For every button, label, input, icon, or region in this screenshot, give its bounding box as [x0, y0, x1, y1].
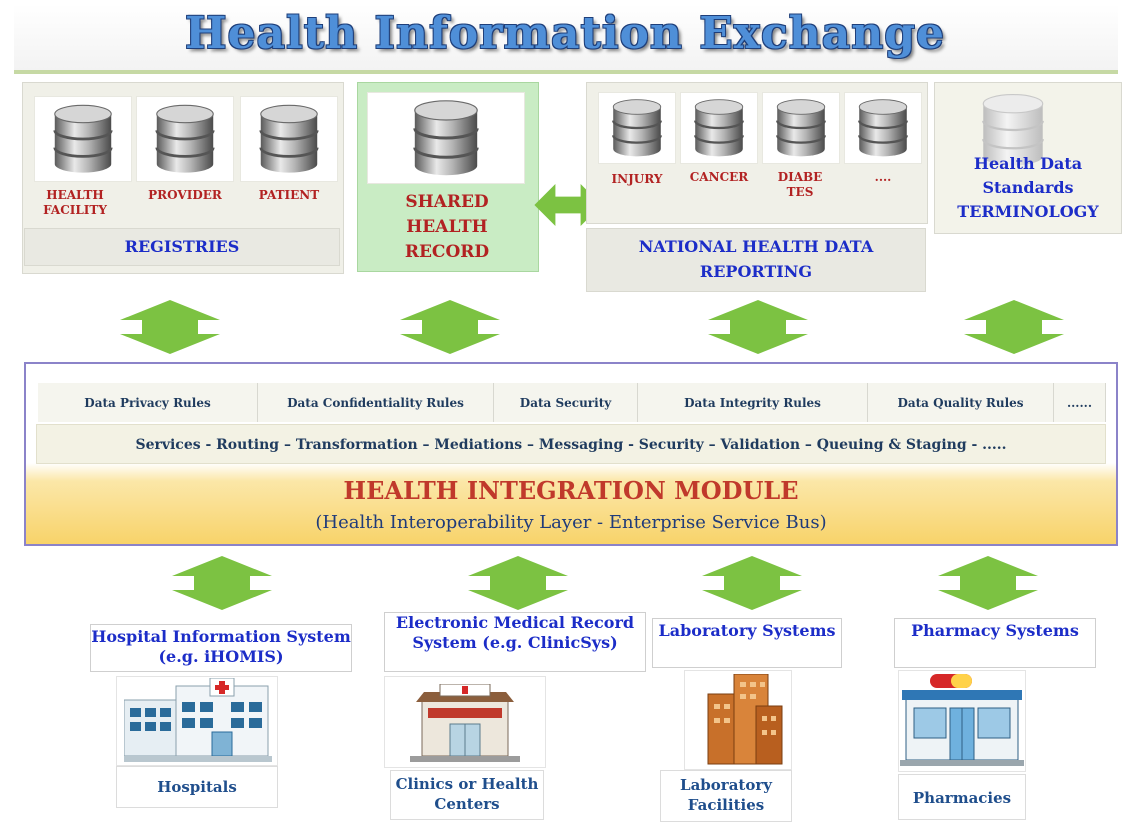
shared-health-record-label: SHARED HEALTH RECORD [404, 192, 490, 262]
double-arrow-icon [466, 556, 570, 610]
double-arrow-icon [118, 300, 222, 354]
rule-data-privacy: Data Privacy Rules [38, 383, 258, 422]
services-bar: Services - Routing – Transformation – Me… [36, 424, 1106, 464]
module-title: HEALTH INTEGRATION MODULE [343, 476, 799, 505]
title-bar [14, 4, 1118, 74]
database-icon [381, 96, 511, 180]
registries-label-box [24, 228, 340, 266]
module-subtitle: (Health Interoperability Layer - Enterpr… [315, 512, 827, 533]
database-icon [50, 101, 116, 177]
registry-db-patient [240, 96, 338, 182]
double-arrow-icon [706, 300, 810, 354]
registry-db-health-facility [34, 96, 132, 182]
rule-data-confidentiality: Data Confidentiality Rules [258, 383, 494, 422]
reporting-label-diabetes: DIABE TES [777, 170, 823, 199]
laboratory-facilities-label: Laboratory Facilities [660, 770, 792, 822]
reporting-db-more [844, 92, 922, 164]
registry-label-patient: PATIENT [258, 188, 320, 202]
double-arrow-icon [398, 300, 502, 354]
rule-more: ...... [1054, 383, 1106, 422]
reporting-label-more: .... [874, 170, 892, 184]
reporting-label-injury: INJURY [611, 172, 663, 186]
hospital-information-system-label: Hospital Information System (e.g. iHOMIS… [90, 624, 352, 672]
emr-system-label: Electronic Medical Record System (e.g. C… [384, 612, 646, 672]
pharmacy-building-icon [900, 674, 1024, 766]
database-icon [609, 96, 665, 160]
page-title: Health Information Exchange [184, 8, 946, 59]
registry-db-provider [136, 96, 234, 182]
shared-health-record-db [367, 92, 525, 184]
pharmacies-label: Pharmacies [898, 774, 1026, 820]
double-arrow-icon [962, 300, 1066, 354]
database-icon [691, 96, 747, 160]
standards-label: Health Data Standards TERMINOLOGY [957, 154, 1099, 221]
clinics-label: Clinics or Health Centers [390, 770, 544, 820]
laboratory-building-icon [707, 674, 783, 765]
clinic-building-icon [410, 684, 520, 762]
hospital-building-icon [124, 678, 272, 762]
reporting-db-diabetes [762, 92, 840, 164]
reporting-db-injury [598, 92, 676, 164]
registry-label-provider: PROVIDER [148, 188, 222, 202]
rule-data-integrity: Data Integrity Rules [638, 383, 868, 422]
database-icon [256, 101, 322, 177]
double-arrow-icon [170, 556, 274, 610]
national-reporting-label-box [586, 228, 926, 292]
reporting-db-cancer [680, 92, 758, 164]
rule-data-quality: Data Quality Rules [868, 383, 1054, 422]
laboratory-systems-label: Laboratory Systems [652, 618, 842, 668]
hospitals-label: Hospitals [116, 766, 278, 808]
database-icon [152, 101, 218, 177]
registry-label-health-facility: HEALTH FACILITY [43, 188, 107, 217]
pharmacy-systems-label: Pharmacy Systems [894, 618, 1096, 668]
double-arrow-icon [936, 556, 1040, 610]
registries-label: REGISTRIES [124, 237, 240, 256]
double-arrow-icon [700, 556, 804, 610]
rule-data-security: Data Security [494, 383, 638, 422]
database-icon [855, 96, 911, 160]
reporting-label-cancer: CANCER [689, 170, 749, 184]
database-icon [773, 96, 829, 160]
national-reporting-label: NATIONAL HEALTH DATA REPORTING [638, 237, 874, 281]
